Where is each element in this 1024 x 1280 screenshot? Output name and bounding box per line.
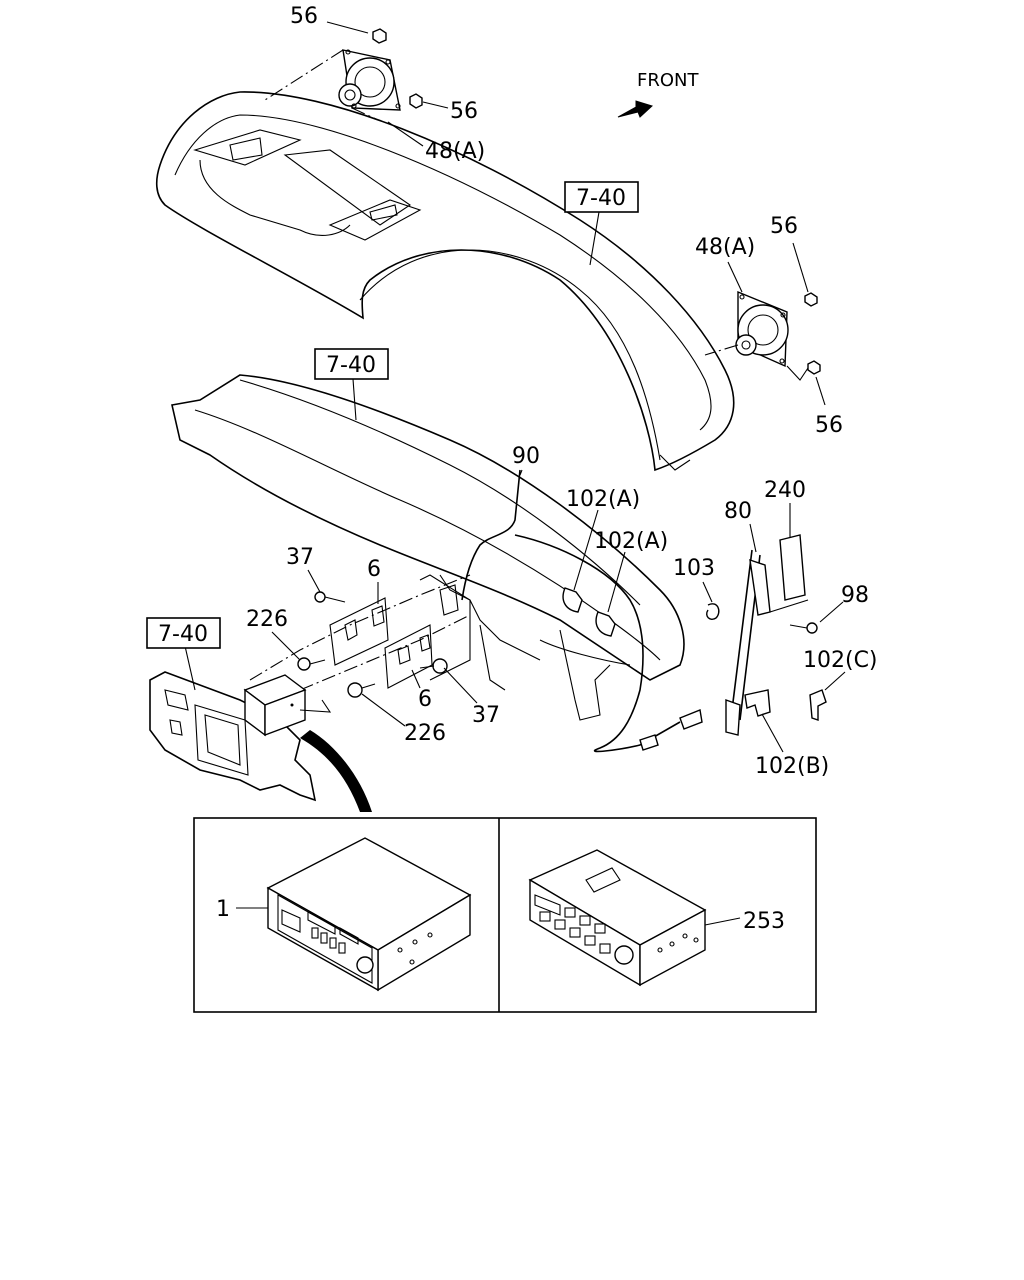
front-label: FRONT — [637, 70, 699, 91]
callout-240: 240 — [764, 478, 806, 503]
ref-7-40-upper: 7-40 — [564, 181, 639, 213]
callout-102a: 102(A) — [594, 529, 668, 554]
preset-buttons — [311, 927, 346, 954]
grommet-icon — [706, 603, 720, 620]
ref-label: 7-40 — [326, 353, 376, 378]
volume-knob-icon — [614, 945, 634, 965]
callout-102b: 102(B) — [755, 754, 829, 779]
clip-102c — [809, 689, 827, 721]
clip-102b — [744, 689, 771, 717]
callout-56: 56 — [290, 4, 318, 29]
speaker-top — [264, 28, 423, 121]
callout-37: 37 — [472, 703, 500, 728]
speaker-right — [704, 290, 821, 381]
callout-253: 253 — [743, 909, 785, 934]
antenna-cable — [461, 469, 703, 753]
callout-98: 98 — [841, 583, 869, 608]
callouts: 56 56 48(A) 48(A) 56 56 90 102(A) 102(A)… — [246, 4, 878, 779]
nut-icon — [804, 292, 818, 307]
callout-48a: 48(A) — [425, 139, 485, 164]
callout-1: 1 — [216, 897, 230, 922]
ref-7-40-middle: 7-40 — [314, 348, 389, 380]
callout-226: 226 — [246, 607, 288, 632]
callout-80: 80 — [724, 499, 752, 524]
leader-lines — [184, 21, 846, 753]
nut-icon — [372, 28, 387, 44]
callout-56: 56 — [770, 214, 798, 239]
radio-unit-1: 1 — [216, 837, 472, 992]
callout-56: 56 — [450, 99, 478, 124]
callout-56: 56 — [815, 413, 843, 438]
inset-panel — [193, 817, 817, 1013]
callout-226: 226 — [404, 721, 446, 746]
callout-90: 90 — [512, 444, 540, 469]
callout-37: 37 — [286, 545, 314, 570]
lower-dash-pad — [171, 374, 685, 721]
callout-48a: 48(A) — [695, 235, 755, 260]
ref-label: 7-40 — [158, 622, 208, 647]
antenna-mast — [725, 534, 809, 736]
nut-icon — [807, 360, 821, 375]
clips-102a — [562, 587, 616, 637]
ref-label: 7-40 — [576, 186, 626, 211]
front-arrow-icon — [617, 100, 653, 118]
upper-dash-cover — [155, 91, 735, 472]
radio-unit-253: 253 — [528, 849, 785, 987]
ref-7-40-lower: 7-40 — [146, 617, 221, 649]
radio-brackets — [249, 574, 471, 691]
nut-icon — [409, 93, 423, 109]
front-indicator: FRONT — [617, 70, 699, 118]
volume-knob-icon — [356, 956, 374, 974]
callout-6: 6 — [418, 687, 432, 712]
callout-103: 103 — [673, 556, 715, 581]
callout-6: 6 — [367, 557, 381, 582]
callout-102a: 102(A) — [566, 487, 640, 512]
fasteners — [297, 591, 818, 698]
callout-102c: 102(C) — [803, 648, 878, 673]
head-unit-box — [243, 674, 332, 737]
inset-pointer-icon — [300, 730, 372, 812]
preset-buttons — [539, 907, 611, 954]
